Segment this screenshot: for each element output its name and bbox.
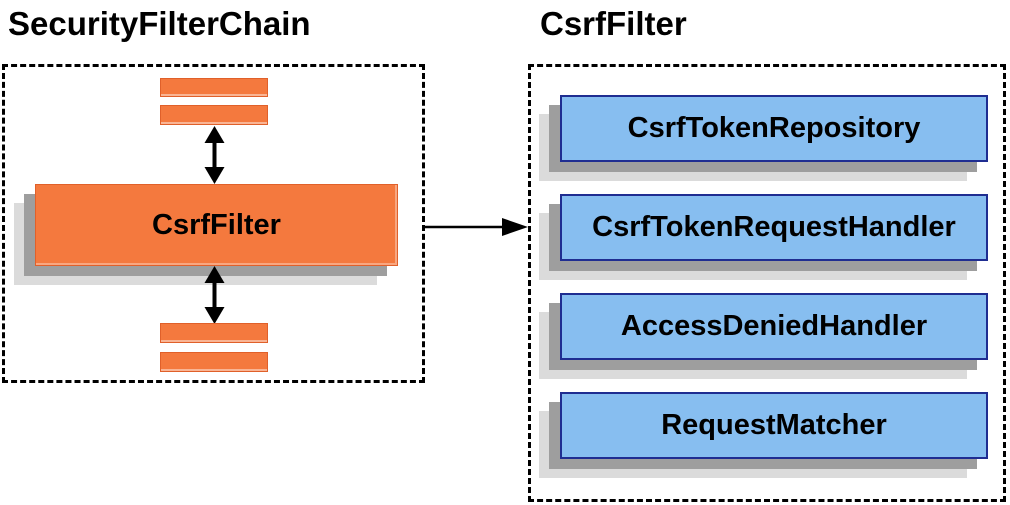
filter-placeholder-bar (160, 78, 268, 97)
component-label: AccessDeniedHandler (620, 310, 928, 342)
component-box-csrf-token-request-handler: CsrfTokenRequestHandler (560, 194, 988, 261)
component-label: RequestMatcher (661, 409, 887, 441)
filter-placeholder-bar (160, 105, 268, 125)
filter-placeholder-bar (160, 323, 268, 343)
csrf-filter-label: CsrfFilter (152, 208, 281, 241)
component-box-access-denied-handler: AccessDeniedHandler (560, 293, 988, 360)
filter-placeholder-bar (160, 352, 268, 372)
flow-arrow-icon (425, 218, 528, 236)
component-label: CsrfTokenRepository (627, 112, 921, 144)
component-box-csrf-token-repository: CsrfTokenRepository (560, 95, 988, 162)
csrf-filter-box: CsrfFilter (35, 184, 398, 266)
security-filter-chain-panel: CsrfFilter (2, 64, 425, 383)
bidirectional-arrow-icon (204, 266, 225, 324)
bidirectional-arrow-icon (204, 126, 225, 184)
component-box-request-matcher: RequestMatcher (560, 392, 988, 459)
csrf-filter-panel: CsrfTokenRepository CsrfTokenRequestHand… (528, 64, 1006, 502)
component-label: CsrfTokenRequestHandler (592, 211, 956, 243)
security-filter-chain-title: SecurityFilterChain (8, 5, 311, 42)
csrf-filter-title: CsrfFilter (540, 5, 687, 42)
